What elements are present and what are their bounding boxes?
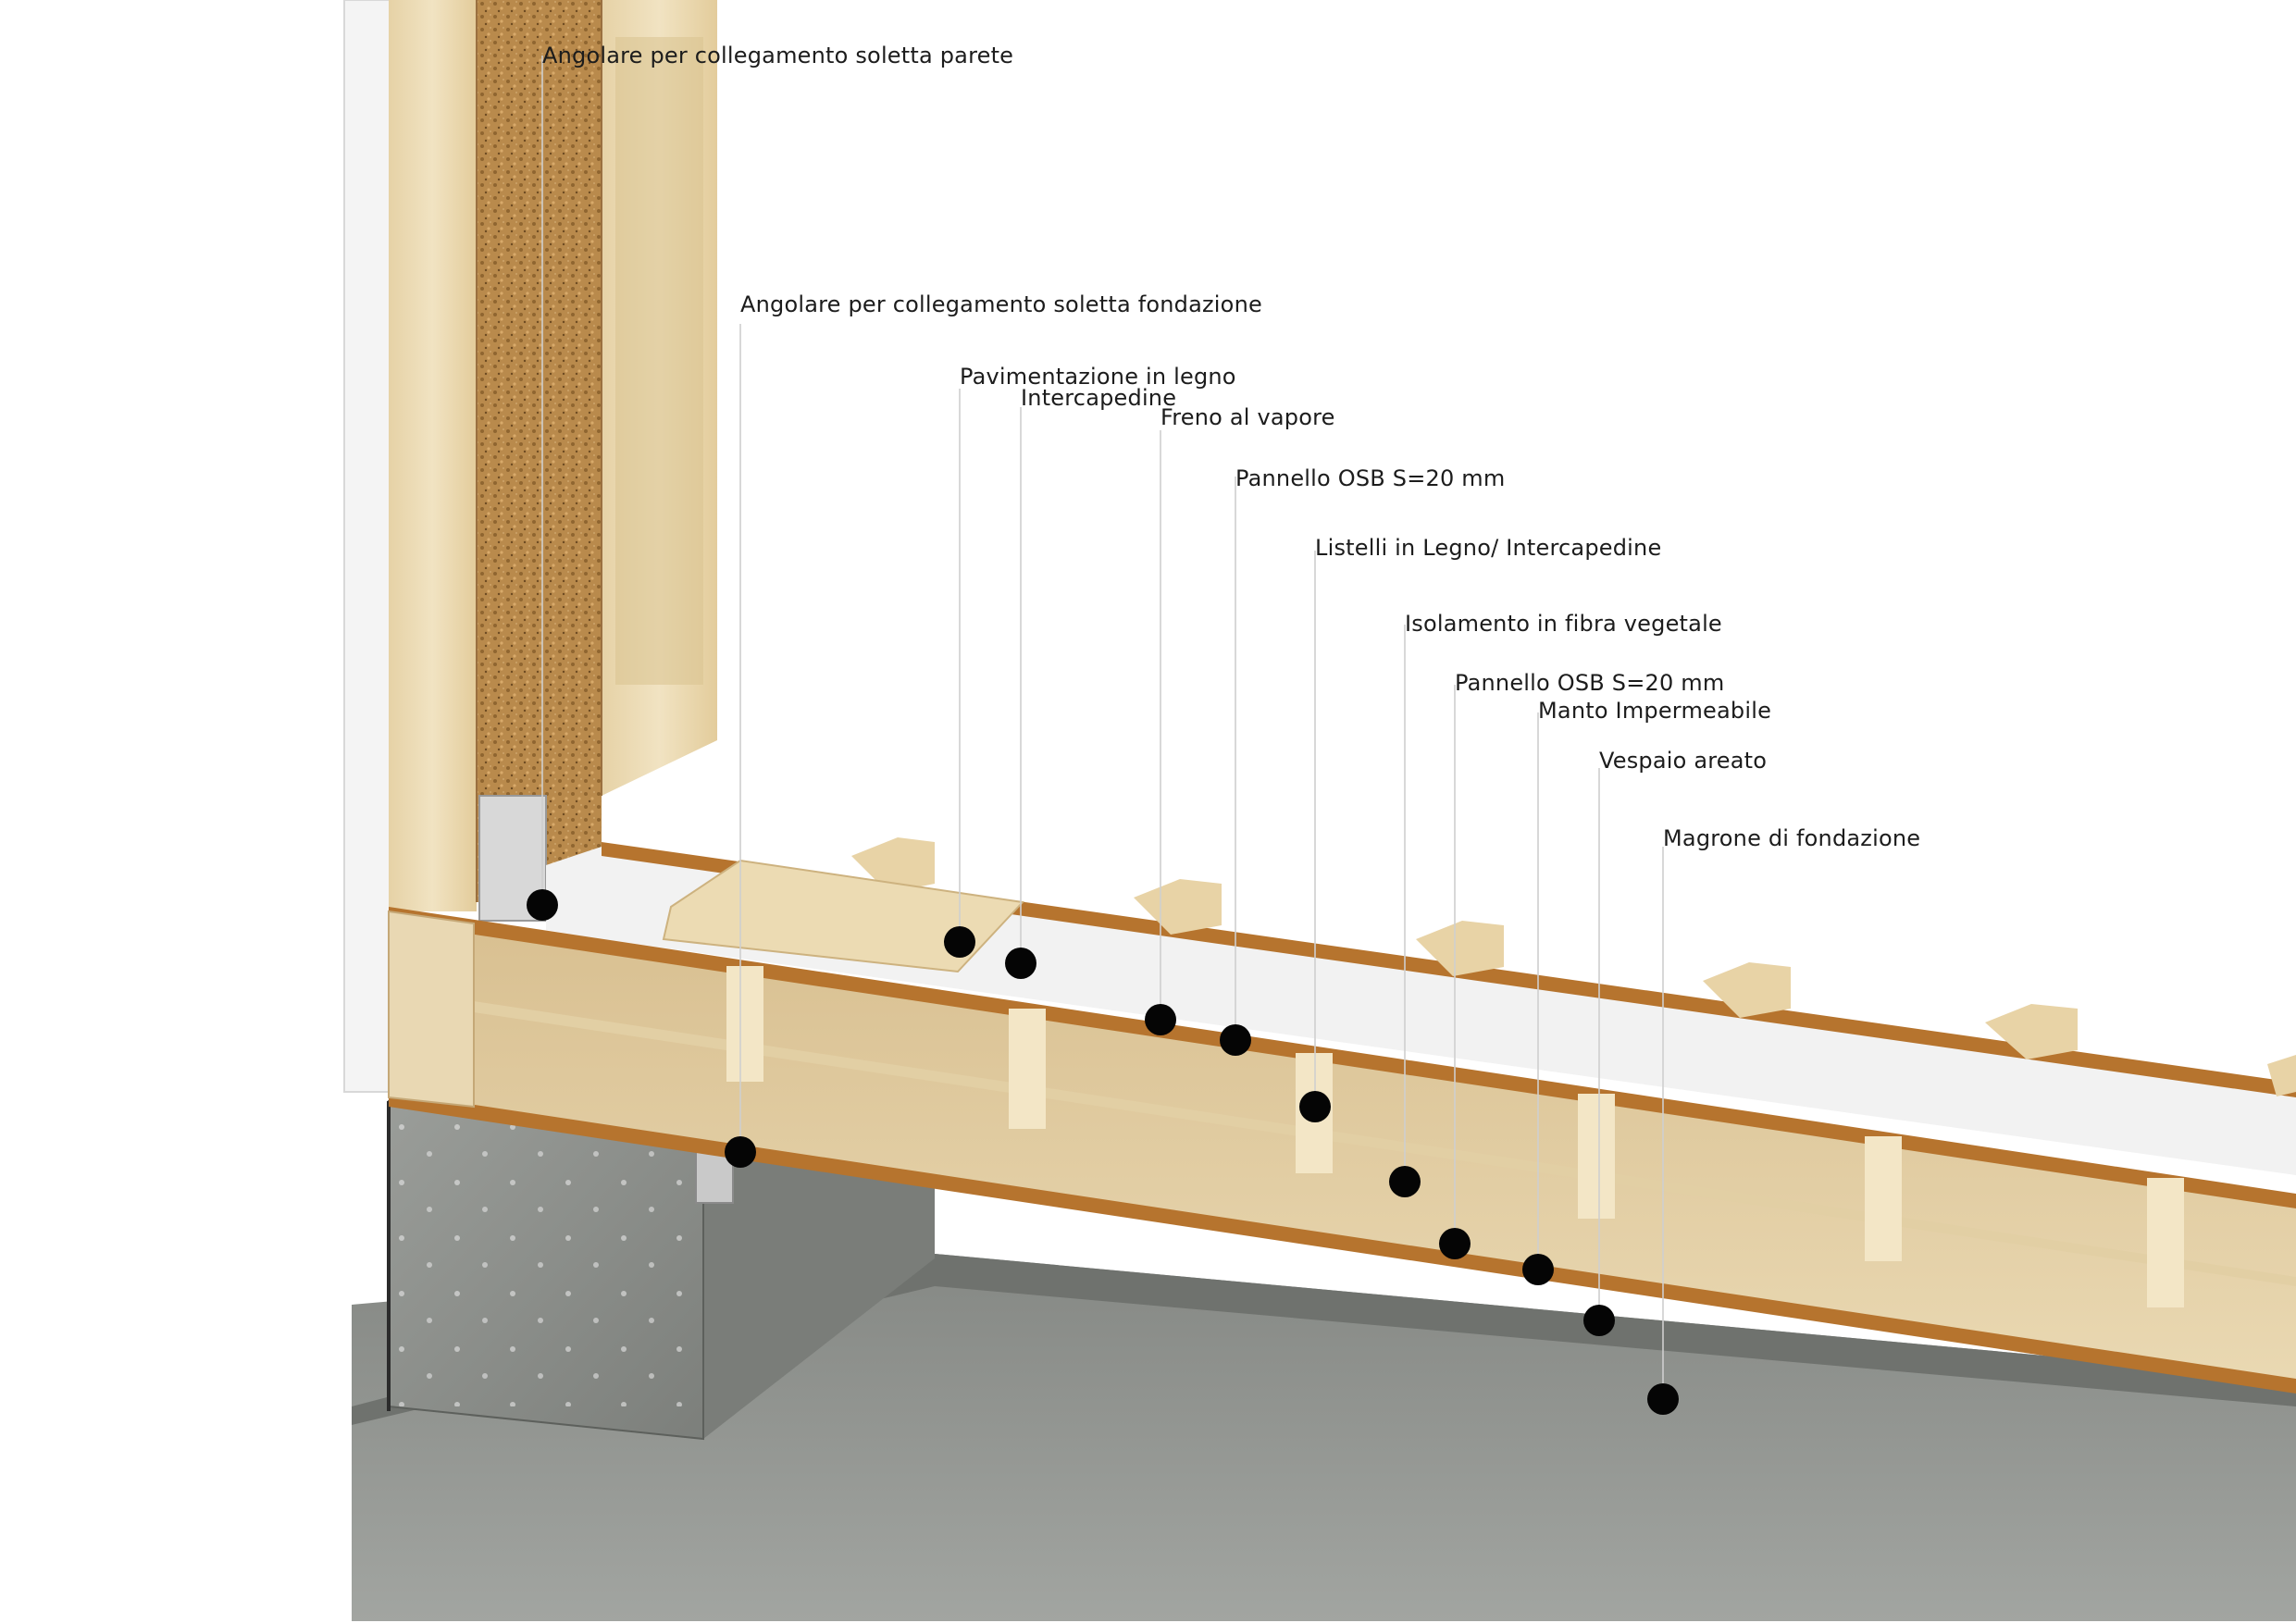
label-isolamento: Isolamento in fibra vegetale bbox=[1405, 611, 1722, 637]
label-angolare-parete: Angolare per collegamento soletta parete bbox=[542, 43, 1013, 68]
label-intercapedine: Intercapedine bbox=[1021, 385, 1176, 411]
top-battens bbox=[851, 837, 2296, 1096]
label-freno-vapore: Freno al vapore bbox=[1160, 404, 1335, 430]
callout-labels: Angolare per collegamento soletta parete… bbox=[542, 43, 1920, 851]
marker-osb-1 bbox=[1220, 1024, 1251, 1056]
label-magrone: Magrone di fondazione bbox=[1663, 825, 1920, 851]
marker-listelli bbox=[1299, 1091, 1331, 1122]
marker-magrone bbox=[1647, 1383, 1679, 1415]
label-pavimentazione: Pavimentazione in legno bbox=[960, 364, 1236, 390]
label-angolare-fondazione: Angolare per collegamento soletta fondaz… bbox=[740, 291, 1262, 317]
marker-angolare-parete bbox=[527, 889, 558, 921]
marker-isolamento bbox=[1389, 1166, 1421, 1197]
label-manto: Manto Impermeabile bbox=[1538, 698, 1771, 724]
timber-wall bbox=[343, 0, 717, 1093]
marker-vespaio bbox=[1583, 1305, 1615, 1336]
label-listelli: Listelli in Legno/ Intercapedine bbox=[1315, 535, 1661, 561]
marker-freno-vapore bbox=[1145, 1004, 1176, 1035]
label-vespaio: Vespaio areato bbox=[1599, 748, 1767, 774]
callout-markers bbox=[527, 889, 1679, 1415]
concrete-foundation-beam bbox=[387, 1099, 935, 1441]
wood-flooring-plank bbox=[662, 859, 1025, 973]
label-osb-1: Pannello OSB S=20 mm bbox=[1235, 465, 1505, 491]
label-osb-2: Pannello OSB S=20 mm bbox=[1455, 670, 1724, 696]
marker-pavimentazione bbox=[944, 926, 975, 958]
marker-manto bbox=[1522, 1254, 1554, 1285]
marker-osb-2 bbox=[1439, 1228, 1471, 1259]
marker-intercapedine bbox=[1005, 948, 1036, 979]
marker-angolare-fondazione bbox=[725, 1136, 756, 1168]
leader-lines bbox=[541, 56, 1664, 1397]
